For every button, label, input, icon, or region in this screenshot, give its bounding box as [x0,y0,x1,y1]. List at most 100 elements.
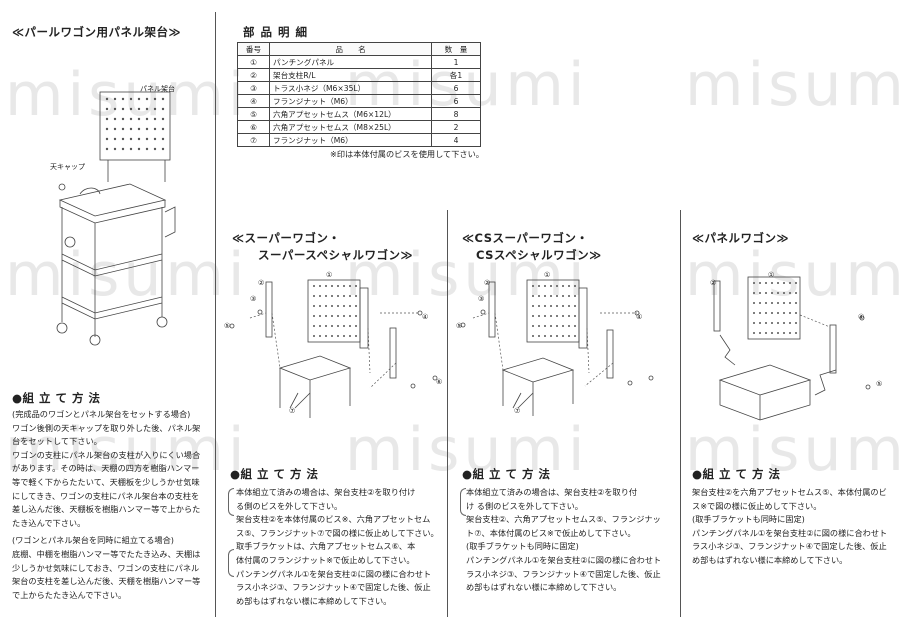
label-panel-stand: パネル架台 [140,85,175,93]
watermark: misumi [685,415,900,485]
text-line: パンチングパネル①を架台支柱②に図の様に合わせト [692,527,888,538]
text-line: パンチングパネル①を架台支柱②に図の様に合わせト [466,554,662,565]
text-line: 差し込んだ後、天棚板を樹脂ハンマー等で上からた [12,504,201,515]
cell-number: ③ [237,81,270,95]
table-row: ⑥ 六角アプセットセムス（M8×25L） 2 [237,120,481,134]
callout-5: ⑤ [456,322,463,330]
text-line: たき込んで下さい。 [12,517,86,528]
bracket [228,549,234,577]
watermark: misumi [345,415,589,485]
cell-qty: 8 [431,107,481,121]
callout-7: ⑦ [289,407,296,415]
pearl-wagon-illustration [56,91,176,346]
text-line: 架台の支柱を差し込んだ後、天棚を樹脂ハンマー等 [12,576,201,587]
text-line: 架台支柱②を本体付属のビス※、六角アプセットセム [236,514,431,525]
col-header-name: 品 名 [269,42,432,56]
cell-qty: 2 [431,120,481,134]
section-title-pearl-wagon: ≪パールワゴン用パネル架台≫ [12,25,182,39]
section-title-cs-wagon-2: CSスペシャルワゴン≫ [476,248,602,262]
bracket [460,488,466,516]
cell-name: フランジナット（M6） [269,94,432,108]
cell-name: パンチングパネル [269,55,432,69]
callout-4: ④ [636,313,643,321]
table-header-row: 番号 品 名 数 量 [237,42,481,56]
cell-number: ⑤ [237,107,270,121]
callout-4: ④ [858,313,865,321]
text-line: 台をセットして下さい。 [12,436,102,447]
cell-number: ⑦ [237,133,270,147]
text-line: ス⑤、フランジナット⑦で図の様に仮止めして下さい。 [236,527,439,538]
parts-table: 番号 品 名 数 量 ① パンチングパネル 1 ② 架台支柱R/L 各1 ③ ト… [237,42,481,147]
table-row: ③ トラス小ネジ（M6×35L） 6 [237,81,481,95]
assembly-text-super: 本体組立て済みの場合は、架台支柱②を取り付け る側のビスを外して下さい。 架台支… [236,486,439,608]
callout-2: ② [710,279,717,287]
text-line: ス※で図の様に仮止めして下さい。 [692,500,822,511]
cell-number: ② [237,68,270,82]
section-title-cs-wagon-1: ≪CSスーパーワゴン・ [462,231,589,245]
text-line: (取手ブラケットも同時に固定) [692,514,805,525]
text-line: ワゴン後側の天キャップを取り外した後、パネル架 [12,422,201,433]
text-line: で上からたたき込んで下さい。 [12,589,127,600]
cell-qty: 各1 [431,68,481,82]
parts-table-note: ※印は本体付属のビスを使用して下さい。 [330,149,484,159]
text-line: 底棚、中棚を樹脂ハンマー等でたたき込み、天棚は [12,548,201,559]
cell-name: 架台支柱R/L [269,68,432,82]
watermark: misumi [685,50,900,120]
text-line: め部もはずれない様に本締めして下さい。 [236,595,392,606]
text-line: ラス小ネジ③、フランジナット④で固定した後、仮止 [466,568,661,579]
text-line: (取手ブラケットも同時に固定) [466,541,579,552]
cell-number: ⑥ [237,120,270,134]
text-line: 架台支柱②を六角アプセットセムス⑤、本体付属のビ [692,487,887,497]
watermark: misumi [5,60,249,130]
text-line: にしてきき、ワゴンの支柱にパネル架台本の支柱を [12,490,200,501]
table-row: ⑤ 六角アプセットセムス（M6×12L） 8 [237,107,481,121]
section-title-panel-wagon: ≪パネルワゴン≫ [692,231,790,245]
callout-3: ③ [478,295,485,303]
text-line: ト⑦、本体付属のビス※で仮止めして下さい。 [466,527,636,538]
cell-qty: 1 [431,55,481,69]
col-header-qty: 数 量 [431,42,481,56]
label-top-cap: 天キャップ [50,163,85,171]
assembly-text-cs: 本体組立て済みの場合は、架台支柱②を取り付 け る側のビスを外して下さい。 架台… [466,486,661,595]
assembly-heading-super: ●組 立 て 方 法 [230,467,319,481]
cell-number: ④ [237,94,270,108]
callout-1: ① [768,271,775,279]
text-line: 本体組立て済みの場合は、架台支柱②を取り付 [466,487,638,497]
assembly-heading-main: ●組 立 て 方 法 [12,391,101,405]
cell-name: フランジナット（M6） [269,133,432,147]
callout-2: ② [258,279,265,287]
assembly-text-panel: 架台支柱②を六角アプセットセムス⑤、本体付属のビ ス※で図の様に仮止めして下さい… [692,486,887,568]
super-wagon-diagram [229,279,438,418]
panel-wagon-diagram [713,276,871,421]
text-line: ラス小ネジ③、フランジナット④で固定した後、仮止 [236,582,431,593]
cell-qty: 6 [431,94,481,108]
text-line: 少しうかせ気味にしておき、ワゴンの支柱にパネル [12,562,200,573]
bracket [228,488,234,516]
text-line: ラス小ネジ③、フランジナット④で固定した後、仮止 [692,541,887,552]
text-line: (完成品のワゴンとパネル架台をセットする場合) [12,409,191,419]
divider [447,210,448,617]
callout-4: ④ [422,313,429,321]
cell-qty: 6 [431,81,481,95]
text-line: (ワゴンとパネル架台を同時に組立てる場合) [12,535,174,546]
cell-name: 六角アプセットセムス（M8×25L） [269,120,432,134]
text-line: パンチングパネル①を架台支柱②に図の様に合わせト [236,568,432,579]
section-title-super-wagon-2: スーパースペシャルワゴン≫ [258,248,414,262]
text-line: め部もはずれない様に本締めして下さい。 [466,582,622,593]
text-line: る側のビスを外して下さい。 [236,500,343,511]
watermark: misumi [345,240,589,310]
assembly-heading-panel: ●組 立 て 方 法 [692,467,781,481]
callout-2: ② [484,279,491,287]
table-row: ② 架台支柱R/L 各1 [237,68,481,82]
text-line: 体付属のフランジナット※で仮止めして下さい。 [236,554,415,565]
section-title-super-wagon-1: ≪スーパーワゴン・ [232,231,341,245]
text-line: け る側のビスを外して下さい。 [466,500,583,511]
text-line: 等で軽く下からたたいて、天棚板を少しうかせ気味 [12,476,200,487]
callout-1: ① [544,271,551,279]
callout-3: ③ [250,295,257,303]
table-row: ④ フランジナット（M6） 6 [237,94,481,108]
text-line: 取手ブラケットは、六角アプセットセムス⑥、本 [236,541,416,552]
assembly-text-main: (完成品のワゴンとパネル架台をセットする場合) ワゴン後側の天キャップを取り外し… [12,408,200,602]
assembly-heading-cs: ●組 立 て 方 法 [462,467,551,481]
text-line: ワゴンの支柱にパネル架台の支柱が入りにくい場合 [12,449,201,460]
